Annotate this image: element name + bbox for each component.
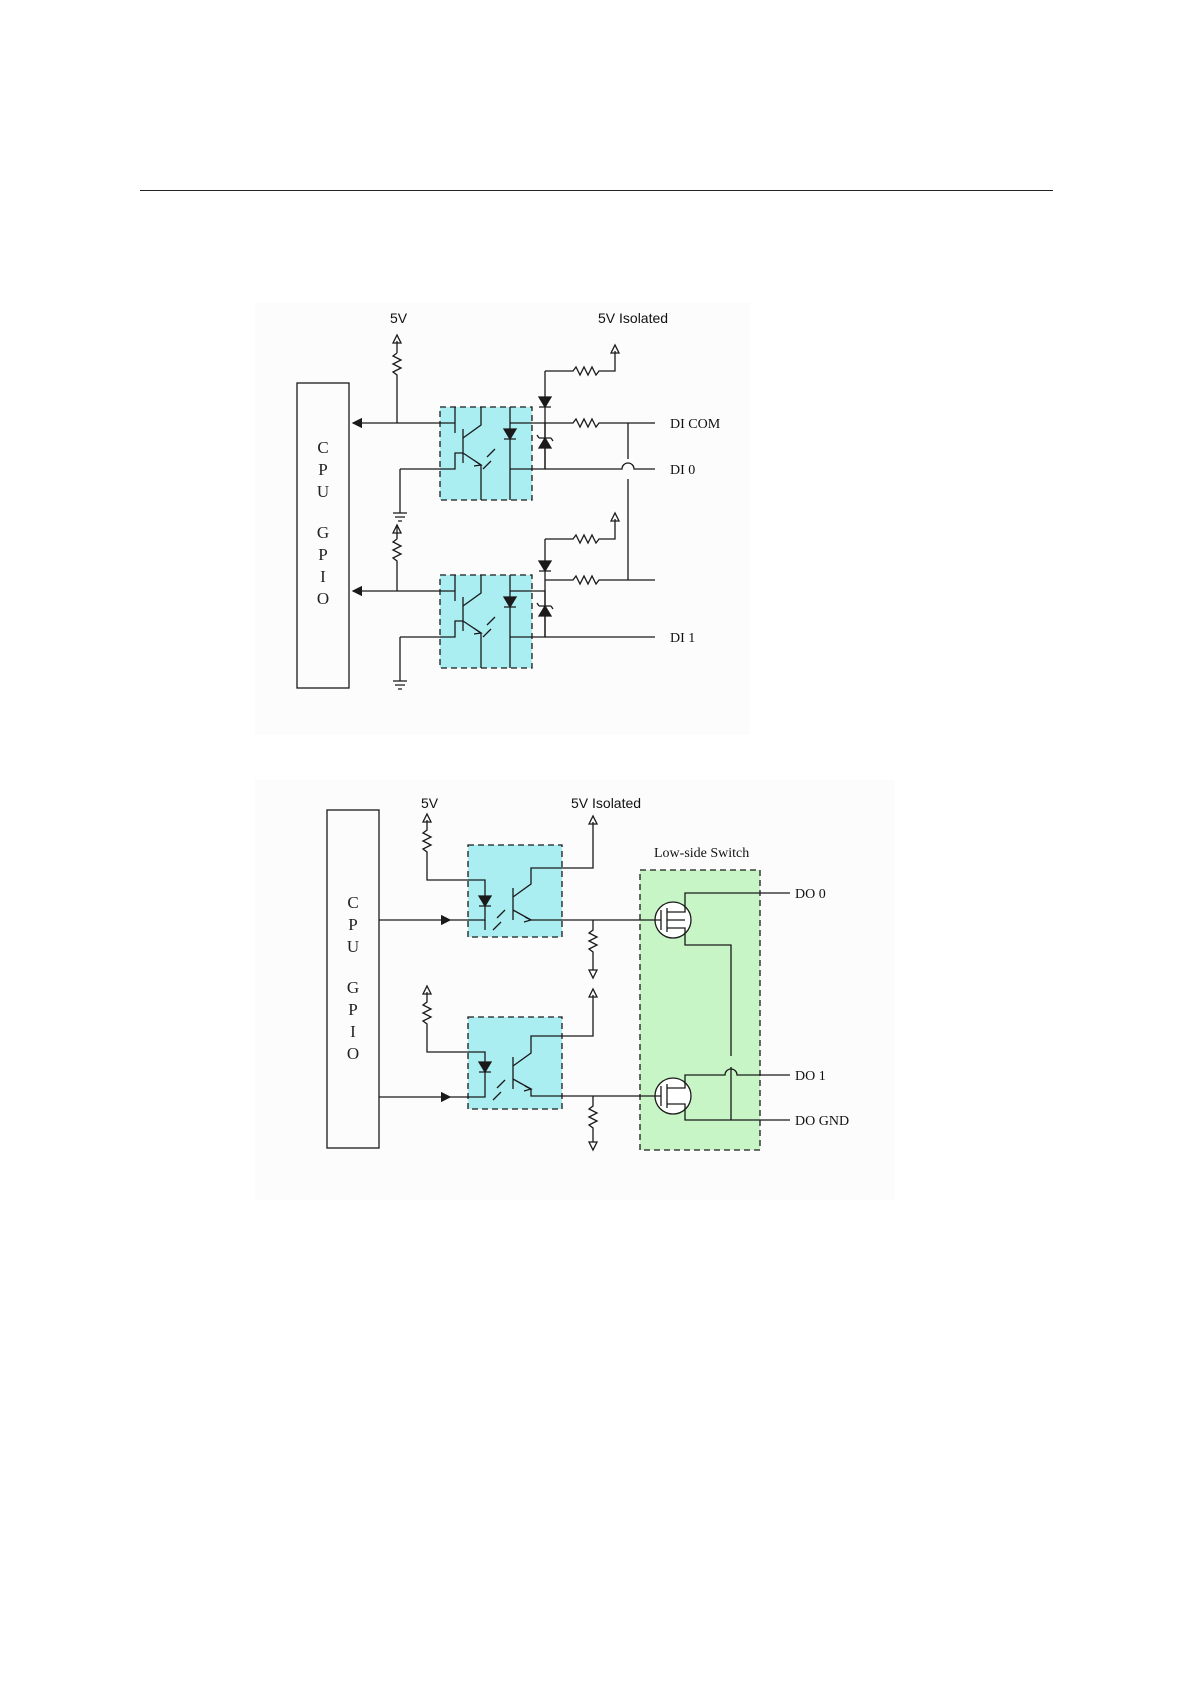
svg-text:P: P xyxy=(348,1000,357,1019)
do0-label: DO 0 xyxy=(795,887,826,902)
di-com-label: DI COM xyxy=(670,417,721,432)
svg-text:G: G xyxy=(317,523,329,542)
svg-text:U: U xyxy=(347,937,359,956)
di-cpu-gpio-label: C P U G P I O xyxy=(317,438,329,608)
svg-text:U: U xyxy=(317,482,329,501)
do1-label: DO 1 xyxy=(795,1069,826,1084)
ground-di1 xyxy=(393,637,407,689)
svg-text:P: P xyxy=(348,915,357,934)
do-gnd-label: DO GND xyxy=(795,1114,849,1129)
di-5v-isolated-label: 5V Isolated xyxy=(598,310,668,326)
ground-di0 xyxy=(393,469,407,521)
digital-output-circuit: 5V 5V Isolated Low-side Switch DO 0 DO 1… xyxy=(255,780,895,1200)
optocoupler-di0 xyxy=(440,407,532,500)
do-cpu-gpio-label: C P U G P I O xyxy=(347,893,359,1063)
di-5v-label: 5V xyxy=(390,310,408,326)
svg-text:I: I xyxy=(320,567,326,586)
svg-text:O: O xyxy=(347,1044,359,1063)
do-5v-label: 5V xyxy=(421,795,439,811)
svg-text:I: I xyxy=(350,1022,356,1041)
svg-text:P: P xyxy=(318,460,327,479)
low-side-switch-label: Low-side Switch xyxy=(654,846,749,861)
header-rule xyxy=(140,190,1053,191)
optocoupler-di1 xyxy=(440,575,532,668)
digital-input-diagram: 5V 5V Isolated DI COM DI 0 DI 1 C P U G … xyxy=(255,303,750,735)
di0-label: DI 0 xyxy=(670,463,695,478)
svg-text:G: G xyxy=(347,978,359,997)
do-5v-isolated-label: 5V Isolated xyxy=(571,795,641,811)
pullup-resistor-di0 xyxy=(393,341,401,423)
di1-label: DI 1 xyxy=(670,631,695,646)
digital-output-diagram: 5V 5V Isolated Low-side Switch DO 0 DO 1… xyxy=(255,780,895,1200)
svg-text:P: P xyxy=(318,545,327,564)
optocoupler-do0 xyxy=(468,845,562,937)
svg-text:C: C xyxy=(347,893,358,912)
svg-text:O: O xyxy=(317,589,329,608)
svg-text:C: C xyxy=(317,438,328,457)
digital-input-circuit: 5V 5V Isolated DI COM DI 0 DI 1 C P U G … xyxy=(255,303,750,735)
